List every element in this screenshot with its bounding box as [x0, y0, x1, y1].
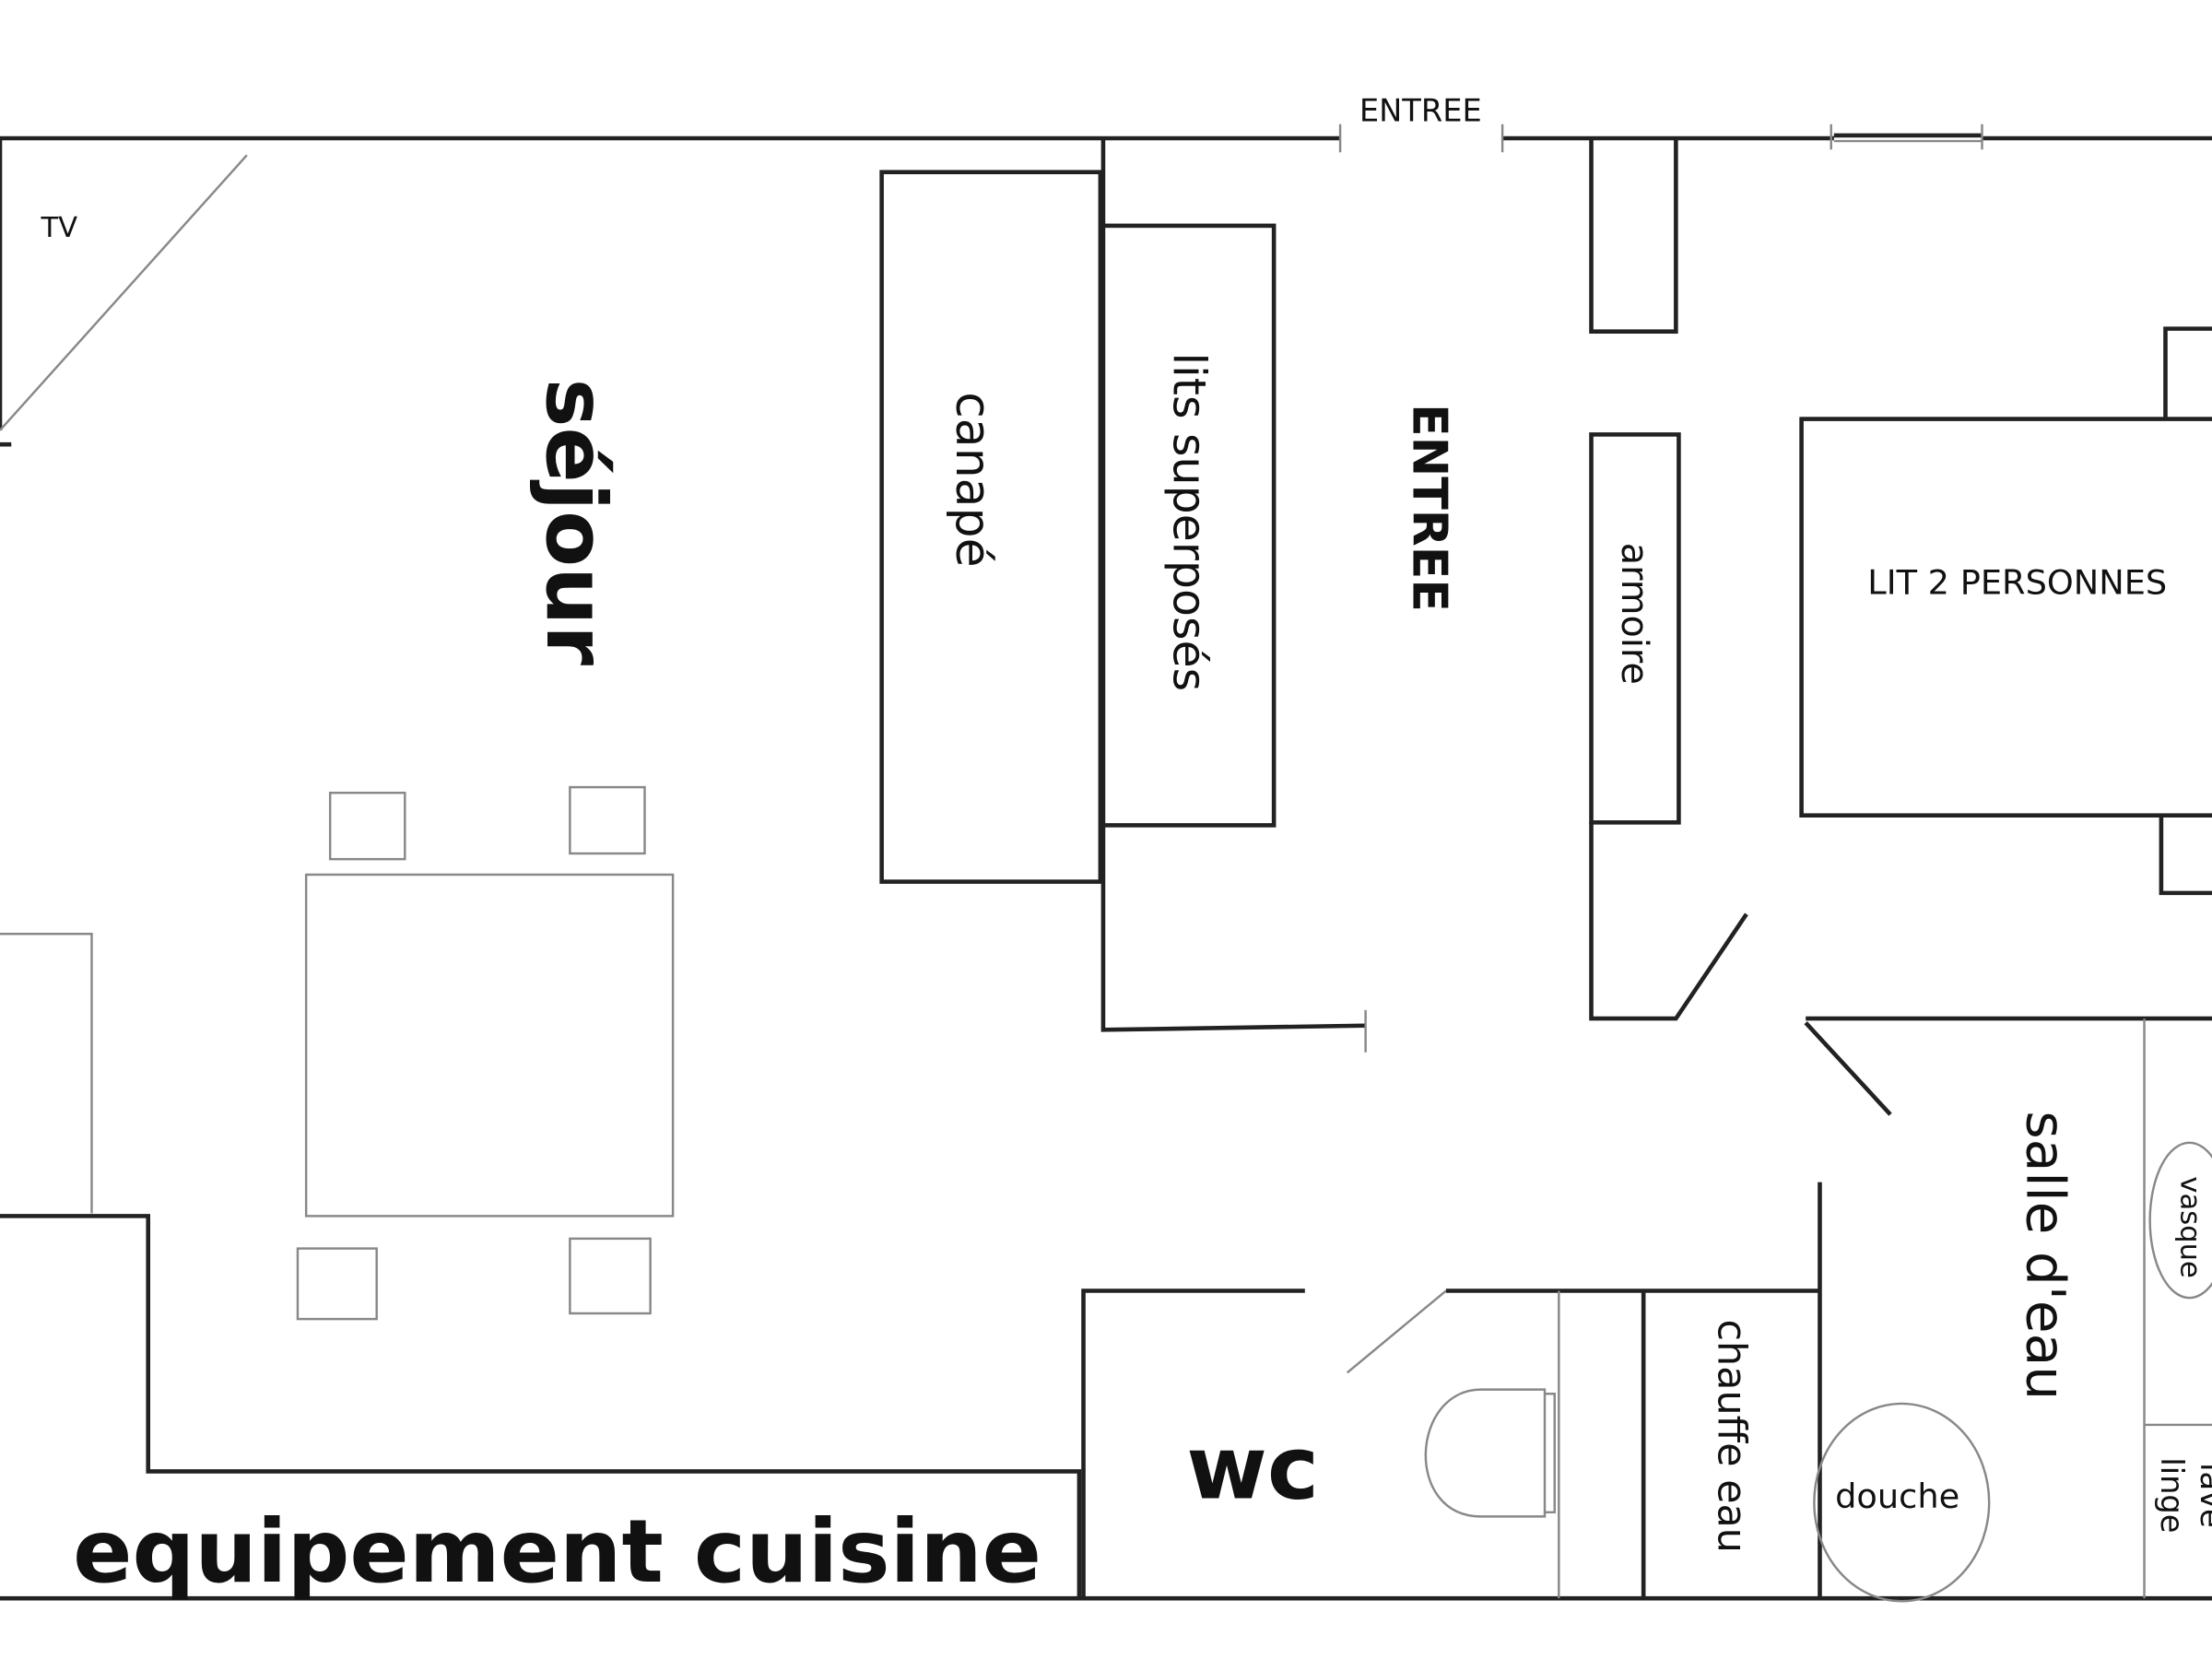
- tv-label: TV: [40, 212, 77, 244]
- toilet: [1424, 1388, 1556, 1518]
- dining-table: [304, 873, 675, 1218]
- bunk-beds: [1100, 223, 1277, 828]
- washing-machine-label-1: lave: [2194, 1463, 2212, 1528]
- wc-label: wc: [1186, 1418, 1319, 1520]
- chair: [296, 1247, 378, 1321]
- bunk-beds-label: lits superposés: [1162, 353, 1215, 692]
- sofa-label: canapé: [945, 392, 1000, 567]
- shower-room-label: salle d'eau: [2014, 1111, 2077, 1400]
- double-bed-label: LIT 2 PERSONNES: [1867, 562, 2167, 602]
- shower: [1813, 1402, 1991, 1603]
- shower-label: douche: [1835, 1477, 1959, 1516]
- labels: ENTREE TV séjour canapé lits superposés …: [40, 93, 2212, 1603]
- living-room-label: séjour: [528, 379, 623, 666]
- entrance-top-label: ENTREE: [1359, 93, 1482, 129]
- double-bed: [1799, 417, 2212, 818]
- wardrobe: [1589, 432, 1681, 825]
- chair: [569, 785, 646, 855]
- sofa: [879, 170, 1103, 884]
- washing-machine-label-2: linge: [2154, 1457, 2190, 1533]
- water-heater-label: chauffe eau: [1708, 1319, 1754, 1552]
- washbasin: [2148, 1141, 2212, 1300]
- entrance-label: ENTREE: [1402, 404, 1457, 612]
- kitchen-label: equipement cuisine: [73, 1501, 1041, 1603]
- chair: [569, 1237, 652, 1315]
- furniture: [296, 170, 2212, 1603]
- chair: [328, 791, 406, 861]
- washbasin-label: vasque: [2173, 1176, 2206, 1277]
- wardrobe-label: armoire: [1613, 543, 1655, 685]
- walls: [0, 124, 2212, 1601]
